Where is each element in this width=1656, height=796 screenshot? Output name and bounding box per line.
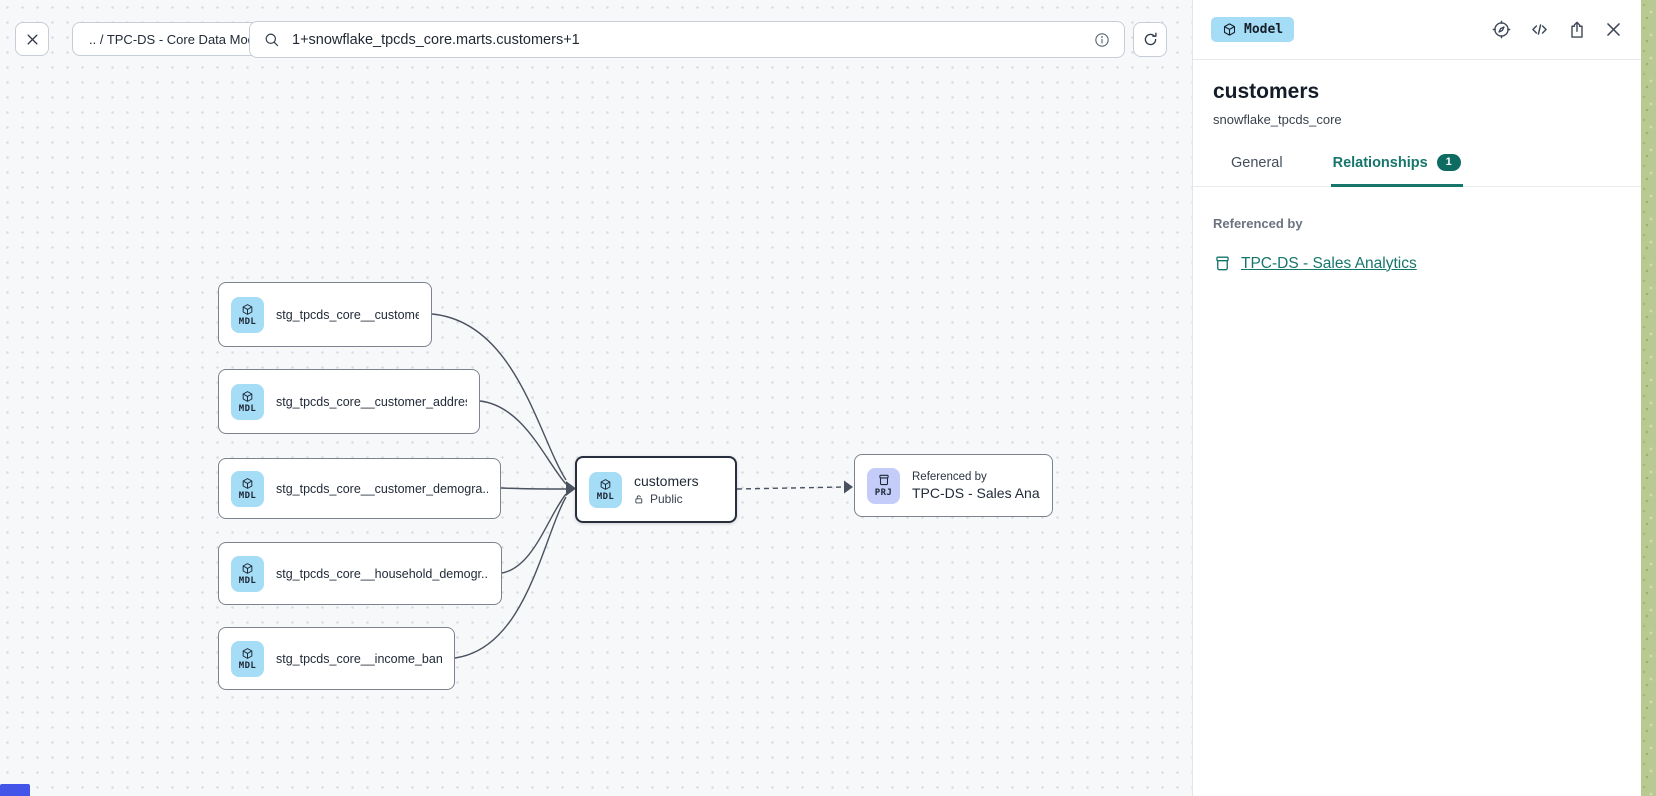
- close-lineage-button[interactable]: [15, 22, 49, 56]
- model-chip: MDL: [231, 555, 264, 592]
- view-code-button[interactable]: [1529, 19, 1550, 40]
- node-access-label: Public: [634, 492, 699, 506]
- lineage-node-stg-tpcds-core-income-band[interactable]: MDL stg_tpcds_core__income_band: [218, 627, 455, 690]
- chip-label: MDL: [238, 490, 257, 501]
- details-panel: Model: [1193, 0, 1641, 796]
- project-chip: PRJ: [867, 467, 900, 504]
- archive-icon: [1216, 256, 1229, 271]
- tab-relationships-label: Relationships: [1332, 154, 1428, 171]
- cube-icon: [242, 303, 253, 315]
- cube-icon: [242, 390, 253, 402]
- refresh-icon: [1144, 32, 1157, 46]
- info-icon[interactable]: [1093, 31, 1111, 49]
- node-labels: stg_tpcds_core__customer_address: [276, 395, 467, 409]
- horizontal-scrollbar-thumb[interactable]: [0, 784, 30, 796]
- lineage-search[interactable]: [249, 21, 1125, 58]
- refresh-button[interactable]: [1133, 22, 1167, 57]
- share-button[interactable]: [1567, 20, 1587, 40]
- schema-subtitle: snowflake_tpcds_core: [1213, 112, 1342, 127]
- cube-icon: [242, 477, 253, 489]
- chip-label: MDL: [238, 403, 257, 414]
- access-text: Public: [650, 492, 683, 506]
- details-panel-header: Model: [1193, 0, 1641, 60]
- lineage-node-stg-tpcds-core-customer[interactable]: MDL stg_tpcds_core__customer: [218, 282, 432, 347]
- node-labels: stg_tpcds_core__income_band: [276, 652, 442, 666]
- node-label: TPC-DS - Sales Analytics: [912, 484, 1040, 501]
- share-icon: [1571, 21, 1583, 38]
- search-input[interactable]: [290, 30, 1083, 49]
- lock-open-icon: [635, 494, 643, 503]
- model-chip: MDL: [589, 471, 622, 508]
- relationships-tab-content: Referenced by TPC-DS - Sales Analytics: [1193, 187, 1641, 302]
- cube-icon: [242, 562, 253, 574]
- model-chip: MDL: [231, 383, 264, 420]
- panel-header-actions: [1491, 19, 1623, 40]
- panel-title-block: customers snowflake_tpcds_core: [1193, 60, 1641, 127]
- model-chip: MDL: [231, 296, 264, 333]
- node-labels: stg_tpcds_core__customer: [276, 308, 419, 322]
- close-panel-button[interactable]: [1604, 20, 1623, 39]
- lineage-node-stg-tpcds-core-household-demographics[interactable]: MDL stg_tpcds_core__household_demogr...: [218, 542, 502, 605]
- tab-relationships[interactable]: Relationships 1: [1330, 154, 1463, 187]
- chip-label: MDL: [238, 316, 257, 327]
- cube-icon: [1223, 23, 1236, 36]
- explore-button[interactable]: [1491, 19, 1512, 40]
- tab-general-label: General: [1231, 154, 1283, 171]
- close-icon: [27, 34, 37, 44]
- relationships-count-badge: 1: [1436, 154, 1461, 171]
- archive-icon: [878, 474, 889, 486]
- model-type-badge: Model: [1211, 17, 1295, 42]
- panel-tabs: General Relationships 1: [1193, 154, 1641, 187]
- chip-label: MDL: [238, 575, 257, 586]
- search-icon: [265, 33, 279, 47]
- referenced-by-link[interactable]: TPC-DS - Sales Analytics: [1241, 254, 1417, 272]
- lineage-node-stg-tpcds-core-customer-address[interactable]: MDL stg_tpcds_core__customer_address: [218, 369, 480, 434]
- cube-icon: [242, 647, 253, 659]
- node-label: stg_tpcds_core__income_band: [276, 651, 442, 666]
- lineage-edges: [431, 313, 853, 659]
- desktop-wallpaper-edge: [1641, 0, 1656, 796]
- close-icon: [1607, 23, 1620, 36]
- cube-icon: [600, 478, 611, 490]
- chip-label: PRJ: [874, 488, 893, 498]
- node-label: stg_tpcds_core__household_demogr...: [276, 566, 489, 581]
- model-chip: MDL: [231, 470, 264, 507]
- tab-general[interactable]: General: [1229, 154, 1285, 187]
- compass-icon: [1492, 20, 1511, 39]
- model-type-label: Model: [1244, 22, 1284, 37]
- model-chip: MDL: [231, 640, 264, 677]
- page-title: customers: [1213, 80, 1320, 103]
- chip-label: MDL: [238, 660, 257, 671]
- node-label: stg_tpcds_core__customer_address: [276, 394, 467, 409]
- node-label: stg_tpcds_core__customer_demogra...: [276, 481, 488, 496]
- code-icon: [1532, 24, 1547, 35]
- chip-label: MDL: [596, 491, 615, 502]
- referenced-by-label: Referenced by: [1213, 216, 1303, 231]
- node-labels: stg_tpcds_core__customer_demogra...: [276, 482, 488, 496]
- node-labels: stg_tpcds_core__household_demogr...: [276, 567, 489, 581]
- referenced-by-row: TPC-DS - Sales Analytics: [1213, 254, 1621, 273]
- node-label: stg_tpcds_core__customer: [276, 307, 419, 322]
- lineage-node-stg-tpcds-core-customer-demographics[interactable]: MDL stg_tpcds_core__customer_demogra...: [218, 458, 501, 519]
- node-label: customers: [634, 473, 699, 489]
- node-top-label: Referenced by: [912, 470, 987, 483]
